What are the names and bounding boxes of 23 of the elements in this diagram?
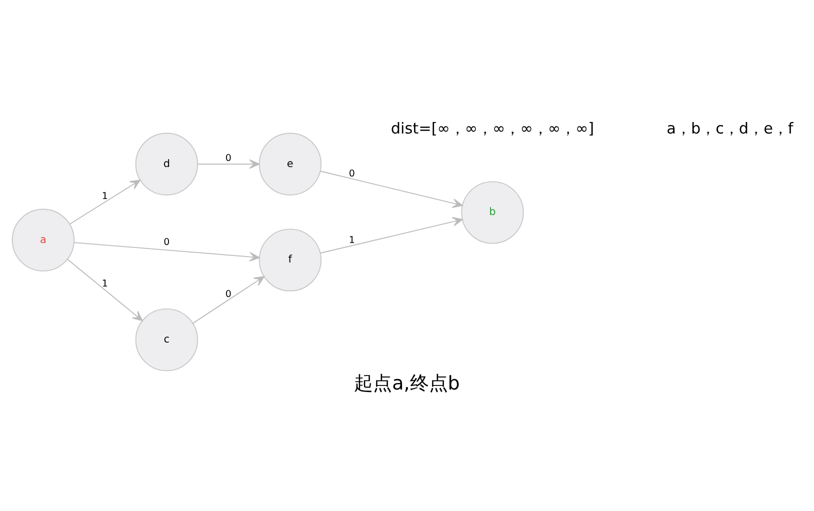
edge-label: 1: [102, 190, 108, 202]
edge-label: 0: [225, 152, 232, 164]
edge-label: 0: [348, 168, 355, 179]
caption: 起点a,终点b: [354, 372, 460, 394]
node-circle: e: [258, 132, 322, 195]
edge-label: 1: [348, 234, 355, 246]
arrow: [320, 170, 463, 208]
arrow: [74, 242, 260, 262]
arrow: [197, 158, 260, 168]
edge-label: 1: [102, 278, 108, 290]
node-circle: d: [135, 132, 198, 195]
node-circle: c: [135, 308, 198, 371]
node-circle: b: [461, 180, 524, 244]
arrow: [67, 258, 143, 321]
node-circle: f: [258, 228, 322, 291]
label: dist=[∞，∞，∞，∞，∞，∞]: [390, 119, 594, 138]
edge-label: 0: [225, 288, 232, 300]
arrow: [69, 179, 140, 224]
arrow: [320, 216, 463, 254]
arrow: [192, 276, 265, 324]
label: a，b，c，d，e，f: [666, 119, 794, 138]
edge-label: 0: [164, 236, 170, 248]
node-circle: a: [12, 208, 75, 271]
